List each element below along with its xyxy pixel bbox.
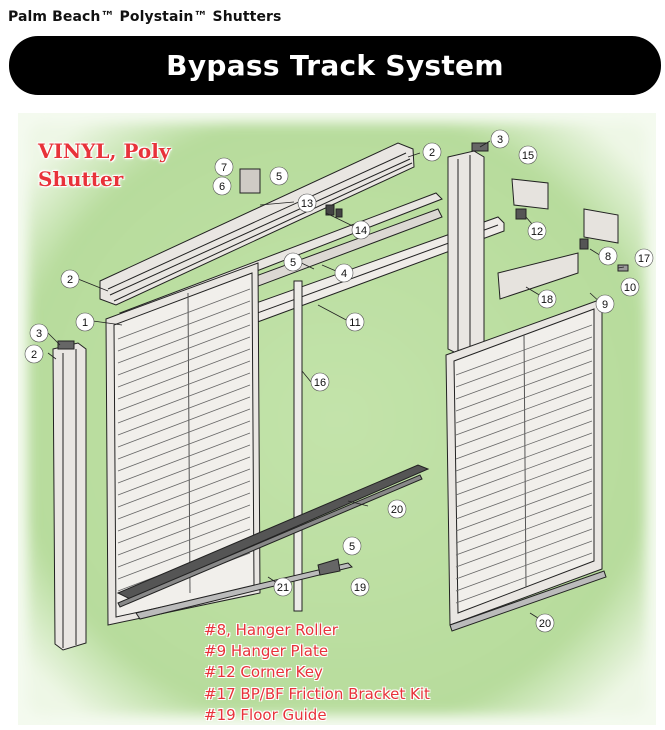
- label-17: 17: [638, 253, 650, 265]
- label-7: 7: [221, 162, 227, 174]
- label-15: 15: [522, 150, 534, 162]
- floor-guide-19: [317, 558, 341, 576]
- label-2a: 2: [67, 274, 73, 286]
- callout-line-1: VINYL, Poly: [38, 139, 171, 163]
- parts-list-item: #8, Hanger Roller: [204, 621, 338, 639]
- label-3a: 3: [36, 328, 42, 340]
- label-5c-circle: [342, 536, 362, 556]
- left-jamb-post: [52, 342, 87, 651]
- label-13: 13: [301, 198, 313, 210]
- label-2a-circle: [60, 269, 80, 289]
- label-20a: 20: [391, 504, 403, 516]
- floor-track-right: [449, 570, 607, 632]
- parts-list-item: #9 Hanger Plate: [204, 642, 329, 661]
- label-2c-circle: [422, 142, 442, 162]
- label-12: 12: [531, 226, 543, 238]
- label-9-circle: [595, 294, 615, 314]
- bracket-12b: [583, 208, 619, 244]
- label-16: 16: [314, 377, 326, 389]
- label-1: 1: [82, 317, 88, 329]
- page-title: Bypass Track System: [166, 49, 504, 82]
- title-banner: Bypass Track System: [9, 36, 661, 95]
- label-17-circle: [634, 248, 654, 268]
- label-3b-circle: [490, 129, 510, 149]
- parts-list-item: #17 BP/BF Friction Bracket Kit: [204, 684, 430, 703]
- label-6-circle: [212, 176, 232, 196]
- label-21-circle: [273, 577, 293, 597]
- label-14: 14: [355, 225, 367, 237]
- label-9: 9: [602, 299, 608, 311]
- label-13-circle: [297, 193, 317, 213]
- label-19-circle: [350, 577, 370, 597]
- label-2b-circle: [24, 344, 44, 364]
- label-4-circle: [334, 263, 354, 283]
- bypass-track-drawing: 1 2 2 2 3 3 4 5 5 5 6 7 8 9 10 11 12 13 …: [24, 129, 654, 651]
- label-19: 19: [354, 582, 366, 594]
- floor-track-20: [116, 464, 430, 600]
- label-15-circle: [518, 145, 538, 165]
- label-2b: 2: [31, 349, 37, 361]
- parts-list-item: #19 Floor Guide: [204, 705, 327, 724]
- label-4: 4: [341, 268, 347, 280]
- diagram-panel: 1 2 2 2 3 3 4 5 5 5 6 7 8 9 10 11 12 13 …: [18, 113, 656, 725]
- label-21: 21: [277, 582, 289, 594]
- label-3b: 3: [497, 134, 503, 146]
- label-6: 6: [219, 181, 225, 193]
- bracket-12a: [511, 178, 549, 210]
- label-11-circle: [345, 312, 365, 332]
- label-10-circle: [620, 277, 640, 297]
- label-8-circle: [598, 246, 618, 266]
- label-16-circle: [310, 372, 330, 392]
- label-5b: 5: [290, 257, 296, 269]
- label-5c: 5: [349, 541, 355, 553]
- label-18: 18: [541, 294, 553, 306]
- label-5a-circle: [269, 166, 289, 186]
- center-post: [447, 150, 485, 356]
- parts-list-item: #12 Corner Key: [204, 663, 323, 682]
- label-20b: 20: [539, 618, 551, 630]
- part-6: [239, 168, 261, 194]
- label-7-circle: [214, 157, 234, 177]
- part-18: [497, 252, 579, 300]
- material-callout: VINYL, Poly Shutter: [38, 137, 170, 193]
- rod-16: [293, 280, 303, 612]
- label-2c: 2: [429, 147, 435, 159]
- callout-line-2: Shutter: [38, 167, 124, 191]
- label-3a-circle: [29, 323, 49, 343]
- label-20b-circle: [535, 613, 555, 633]
- brand-title: Palm Beach™ Polystain™ Shutters: [8, 9, 282, 25]
- label-12-circle: [527, 221, 547, 241]
- label-1-circle: [75, 312, 95, 332]
- label-10: 10: [624, 282, 636, 294]
- label-11: 11: [349, 317, 360, 329]
- label-18-circle: [537, 289, 557, 309]
- label-5a: 5: [276, 171, 282, 183]
- label-14-circle: [351, 220, 371, 240]
- label-20a-circle: [387, 499, 407, 519]
- header-track: [99, 142, 415, 306]
- parts-list: #8, Hanger Roller #9 Hanger Plate #12 Co…: [204, 620, 430, 725]
- label-8: 8: [605, 251, 611, 263]
- label-5b-circle: [283, 252, 303, 272]
